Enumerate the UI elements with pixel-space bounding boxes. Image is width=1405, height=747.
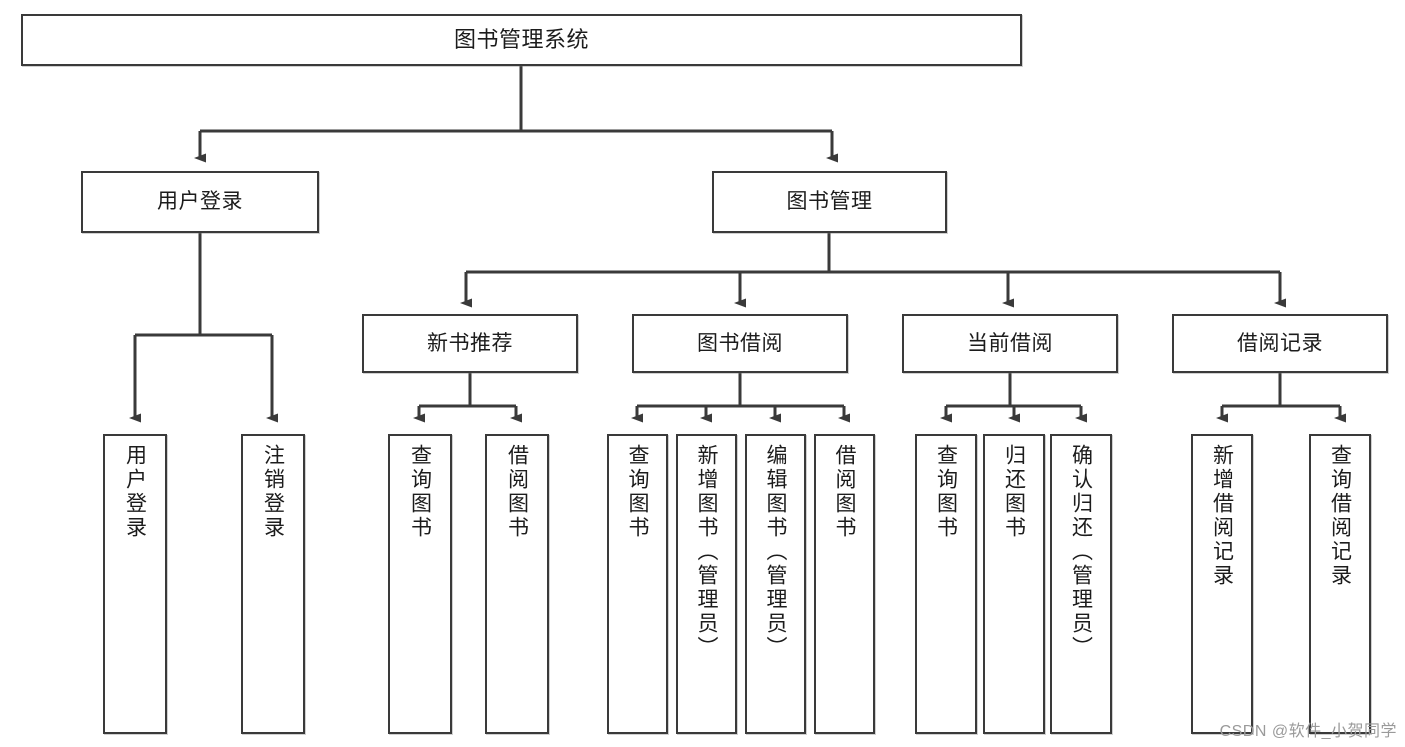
node-current-borrow[interactable]: 当前借阅	[902, 314, 1118, 373]
node-label: 查询图书	[408, 444, 432, 540]
node-label: 图书管理系统	[453, 26, 589, 52]
leaf-borrow-borrow-book[interactable]: 借阅图书	[814, 434, 875, 734]
leaf-user-logout[interactable]: 注销登录	[241, 434, 305, 734]
node-label: 图书借阅	[697, 331, 783, 355]
leaf-record-add-borrow-record[interactable]: 新增借阅记录	[1191, 434, 1253, 734]
node-label: 用户登录	[157, 190, 243, 214]
node-label: 查询图书	[934, 444, 958, 540]
node-label: 用户登录	[123, 444, 147, 540]
leaf-borrow-query-book[interactable]: 查询图书	[607, 434, 668, 734]
leaf-borrow-edit-book-admin[interactable]: 编辑图书（管理员）	[745, 434, 806, 734]
node-label: 借阅图书	[833, 444, 856, 540]
node-user-login[interactable]: 用户登录	[81, 171, 319, 233]
node-label: 归还图书	[1002, 444, 1026, 540]
node-label: 借阅图书	[505, 444, 529, 540]
node-new-book-recommend[interactable]: 新书推荐	[362, 314, 578, 373]
leaf-current-return-book[interactable]: 归还图书	[983, 434, 1045, 734]
node-label: 新增借阅记录	[1210, 444, 1234, 588]
node-label: 借阅记录	[1237, 331, 1323, 355]
node-label: 确认归还（管理员）	[1069, 444, 1093, 660]
leaf-borrow-add-book-admin[interactable]: 新增图书（管理员）	[676, 434, 737, 734]
leaf-current-query-book[interactable]: 查询图书	[915, 434, 977, 734]
leaf-user-login[interactable]: 用户登录	[103, 434, 167, 734]
node-label: 新书推荐	[427, 331, 513, 355]
node-book-management[interactable]: 图书管理	[712, 171, 947, 233]
node-label: 编辑图书（管理员）	[764, 444, 787, 660]
node-root-system[interactable]: 图书管理系统	[21, 14, 1022, 66]
leaf-record-query-borrow-record[interactable]: 查询借阅记录	[1309, 434, 1371, 734]
node-borrow-record[interactable]: 借阅记录	[1172, 314, 1388, 373]
leaf-recommend-borrow-book[interactable]: 借阅图书	[485, 434, 549, 734]
leaf-current-confirm-return-admin[interactable]: 确认归还（管理员）	[1050, 434, 1112, 734]
node-label: 查询借阅记录	[1328, 444, 1352, 588]
node-label: 当前借阅	[967, 331, 1053, 355]
leaf-recommend-query-book[interactable]: 查询图书	[388, 434, 452, 734]
node-label: 查询图书	[626, 444, 649, 540]
node-label: 注销登录	[261, 444, 285, 540]
node-label: 新增图书（管理员）	[695, 444, 718, 660]
node-book-borrow[interactable]: 图书借阅	[632, 314, 848, 373]
csdn-watermark: CSDN @软件_小贺同学	[1219, 723, 1397, 740]
node-label: 图书管理	[786, 190, 873, 214]
